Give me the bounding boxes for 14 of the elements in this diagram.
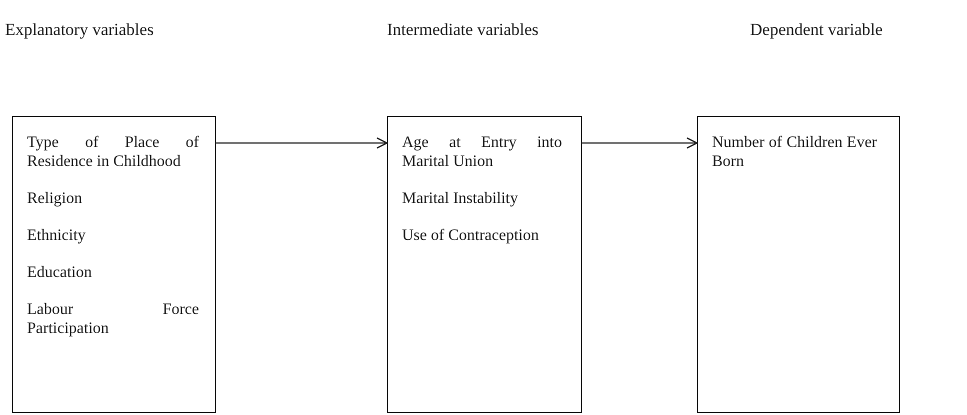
column-heading: Intermediate variables <box>387 20 539 40</box>
variable-label: Marital Instability <box>402 189 518 208</box>
variable-label: Number of Children Ever Born <box>712 133 877 171</box>
variable-label: Education <box>27 263 92 282</box>
arrow <box>582 137 698 149</box>
variable-label: Religion <box>27 189 82 208</box>
column-heading: Explanatory variables <box>5 20 154 40</box>
column-heading: Dependent variable <box>750 20 883 40</box>
variable-label: Labour Force Participation <box>27 300 199 338</box>
variable-label: Use of Contraception <box>402 226 539 245</box>
variable-label: Ethnicity <box>27 226 86 245</box>
variable-label: Type of Place of Residence in Childhood <box>27 133 199 171</box>
arrow <box>216 137 388 149</box>
variable-label: Age at Entry into Marital Union <box>402 133 562 171</box>
